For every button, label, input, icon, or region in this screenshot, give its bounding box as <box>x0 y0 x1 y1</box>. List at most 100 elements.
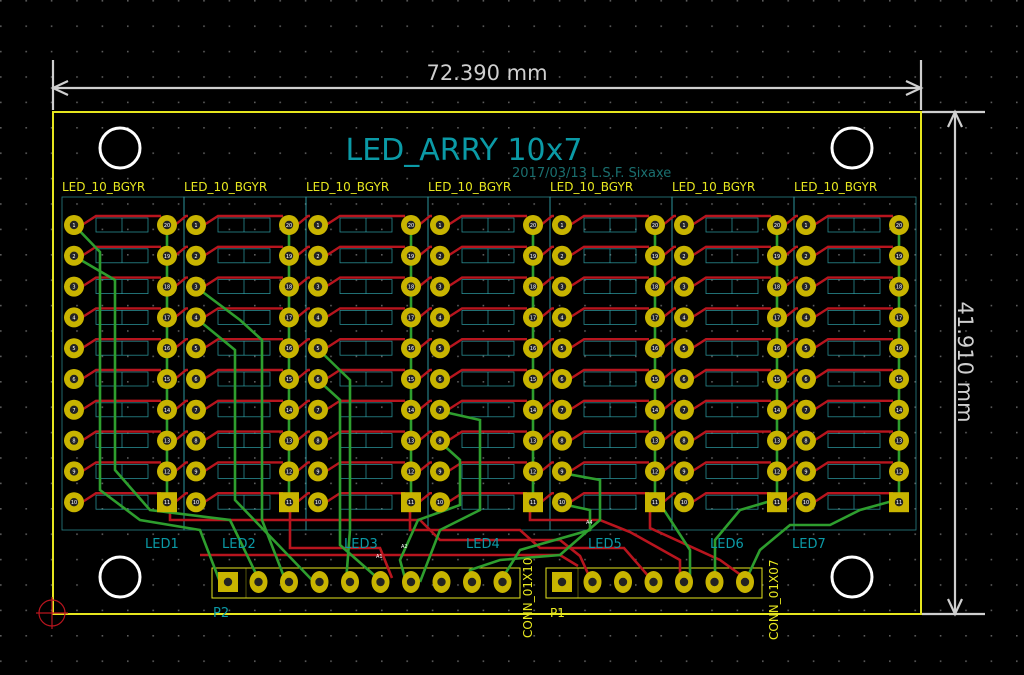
front-trace-link <box>296 307 310 319</box>
mounting-hole-top-left[interactable] <box>98 126 142 170</box>
pad-number-right: 20 <box>530 223 536 229</box>
back-route-trace <box>317 348 352 583</box>
pad-drill <box>679 498 689 507</box>
pad-drill <box>528 313 538 322</box>
front-trace <box>81 338 161 350</box>
front-trace-link <box>418 245 432 257</box>
mounting-hole-top-right[interactable] <box>830 126 874 170</box>
pad-number-right: 12 <box>774 469 780 475</box>
pad-drill <box>162 282 172 291</box>
pad-drill <box>284 251 294 260</box>
pad-drill <box>679 344 689 353</box>
pad-drill <box>406 436 416 445</box>
pad-number-right: 17 <box>408 315 414 321</box>
pad-number-right: 18 <box>896 285 902 291</box>
pad-drill <box>191 374 201 384</box>
pad-number-right: 18 <box>530 285 536 291</box>
front-trace <box>447 338 527 350</box>
pad-number-right: 15 <box>286 377 292 383</box>
pad-drill <box>254 577 263 587</box>
pad-number-right: 19 <box>408 254 414 260</box>
front-trace-link <box>784 276 798 288</box>
pad-drill <box>588 577 597 587</box>
pad-number-left: 1 <box>560 223 563 229</box>
front-trace <box>569 214 649 227</box>
front-trace <box>813 338 893 350</box>
pad-number-right: 15 <box>652 377 658 383</box>
net-label-a1: A1 <box>376 554 383 560</box>
front-trace-link <box>662 399 676 411</box>
pad-drill <box>801 282 811 291</box>
board-outline[interactable] <box>52 111 922 615</box>
front-trace <box>691 461 771 473</box>
pad-number-right: 20 <box>652 223 658 229</box>
front-trace <box>81 461 161 473</box>
front-trace-link <box>174 338 188 350</box>
front-trace <box>325 307 405 319</box>
front-trace <box>325 338 405 350</box>
pad-number-left: 6 <box>316 377 319 383</box>
pad-number-right: 14 <box>530 408 536 414</box>
pad-drill <box>69 282 79 291</box>
pad-number-left: 7 <box>804 408 807 414</box>
mounting-hole-bottom-left[interactable] <box>98 555 142 599</box>
front-trace <box>569 307 649 319</box>
front-trace-link <box>540 338 554 350</box>
pad-number-left: 2 <box>194 254 197 260</box>
pad-drill <box>650 436 660 445</box>
pad-number-left: 2 <box>804 254 807 260</box>
front-trace <box>691 338 771 350</box>
pad-drill <box>69 344 79 353</box>
pad-number-right: 14 <box>652 408 658 414</box>
pad-number-right: 11 <box>774 500 780 506</box>
pad-number-left: 8 <box>438 439 441 445</box>
pad-number-right: 16 <box>164 346 170 352</box>
pad-number-left: 4 <box>804 315 807 321</box>
front-trace <box>569 461 649 473</box>
pad-drill <box>650 344 660 353</box>
front-trace-link <box>296 492 310 504</box>
pad-drill <box>772 251 782 260</box>
pad-number-right: 11 <box>652 500 658 506</box>
pad-drill <box>528 282 538 291</box>
pad-drill <box>284 344 294 353</box>
front-trace <box>569 399 649 411</box>
pad-drill <box>528 344 538 353</box>
width-dimension[interactable] <box>50 60 924 110</box>
pad-drill <box>679 251 689 260</box>
front-trace <box>447 368 527 381</box>
front-trace-link <box>296 461 310 473</box>
pad-number-left: 9 <box>194 469 197 475</box>
pad-number-right: 17 <box>774 315 780 321</box>
pad-drill <box>649 577 658 587</box>
p3-value-label: CONN_01X07 <box>767 559 781 640</box>
pad-number-right: 11 <box>408 500 414 506</box>
mounting-hole-bottom-right[interactable] <box>830 555 874 599</box>
pad-number-left: 5 <box>194 346 197 352</box>
pad-drill <box>191 498 201 507</box>
pad-drill <box>406 467 416 476</box>
front-trace <box>447 461 527 473</box>
pad-number-right: 19 <box>286 254 292 260</box>
pad-drill <box>528 405 538 414</box>
front-trace-link <box>540 245 554 257</box>
pad-drill <box>69 436 79 445</box>
pad-drill <box>376 577 385 587</box>
pad-drill <box>191 436 201 445</box>
pad-number-right: 13 <box>774 439 780 445</box>
pad-drill <box>650 282 660 291</box>
pad-drill <box>435 220 445 230</box>
front-trace <box>691 399 771 411</box>
front-trace <box>813 399 893 411</box>
pad-number-right: 18 <box>286 285 292 291</box>
pad-drill <box>435 344 445 353</box>
pad-drill <box>650 313 660 322</box>
pad-drill <box>557 374 567 384</box>
pad-number-left: 3 <box>560 285 563 291</box>
front-trace-link <box>784 338 798 350</box>
front-trace-link <box>662 461 676 473</box>
pad-drill <box>313 436 323 445</box>
p2-reference-label: P2 <box>213 606 229 621</box>
height-dimension[interactable] <box>922 109 985 617</box>
